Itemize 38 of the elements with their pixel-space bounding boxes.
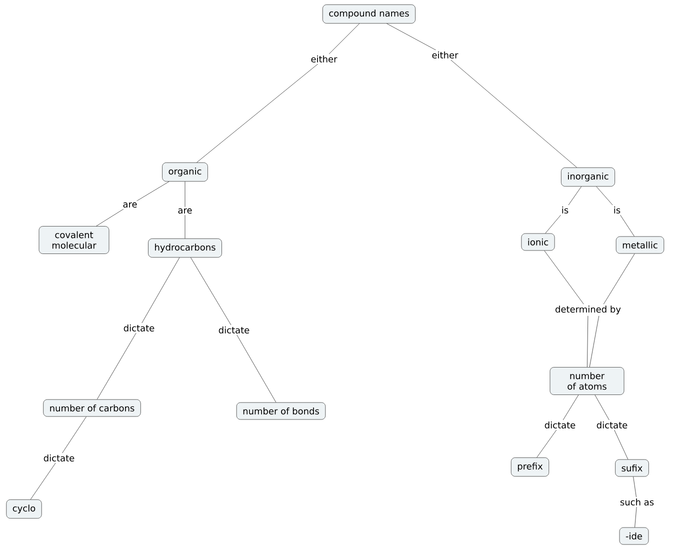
concept-box: number of bonds xyxy=(236,402,326,420)
edge-label: determined by xyxy=(554,304,622,316)
concept-box: inorganic xyxy=(560,167,616,187)
edge-label: either xyxy=(430,50,460,60)
concept-box: organic xyxy=(162,162,208,182)
concept-box: cyclo xyxy=(6,499,42,519)
concept-box: number of atoms xyxy=(550,367,624,395)
edge-label: are xyxy=(176,206,194,216)
connector-line xyxy=(596,186,634,237)
concept-box: -ide xyxy=(619,527,649,545)
connector-line xyxy=(30,416,86,500)
connector-line xyxy=(184,181,186,239)
edge-label: such as xyxy=(618,497,656,507)
edge-label: is xyxy=(612,205,622,215)
connector-line xyxy=(190,257,276,403)
connector-line xyxy=(96,257,180,400)
concept-box: prefix xyxy=(510,457,550,477)
connector-line xyxy=(196,23,360,163)
connector-line xyxy=(386,23,577,168)
concept-box: compound names xyxy=(322,4,416,24)
edge-label: dictate xyxy=(122,323,156,333)
connector-line xyxy=(544,250,588,368)
connector-line xyxy=(589,254,635,368)
concept-box: hydrocarbons xyxy=(148,238,222,258)
connector-line xyxy=(96,181,170,226)
edge-label: dictate xyxy=(594,420,630,430)
concept-box: covalent molecular xyxy=(38,226,110,254)
edge-label: dictate xyxy=(42,453,76,463)
edge-label: either xyxy=(309,54,339,64)
concept-box: ionic xyxy=(521,233,555,251)
edge-label: is xyxy=(560,205,570,215)
concept-box: number of carbons xyxy=(43,399,141,417)
edge-label: dictate xyxy=(216,325,252,335)
concept-box: sufix xyxy=(615,459,649,477)
edge-label: are xyxy=(121,200,139,210)
concept-box: metallic xyxy=(616,236,664,254)
edge-label: dictate xyxy=(542,420,578,430)
connector-line xyxy=(545,186,582,234)
